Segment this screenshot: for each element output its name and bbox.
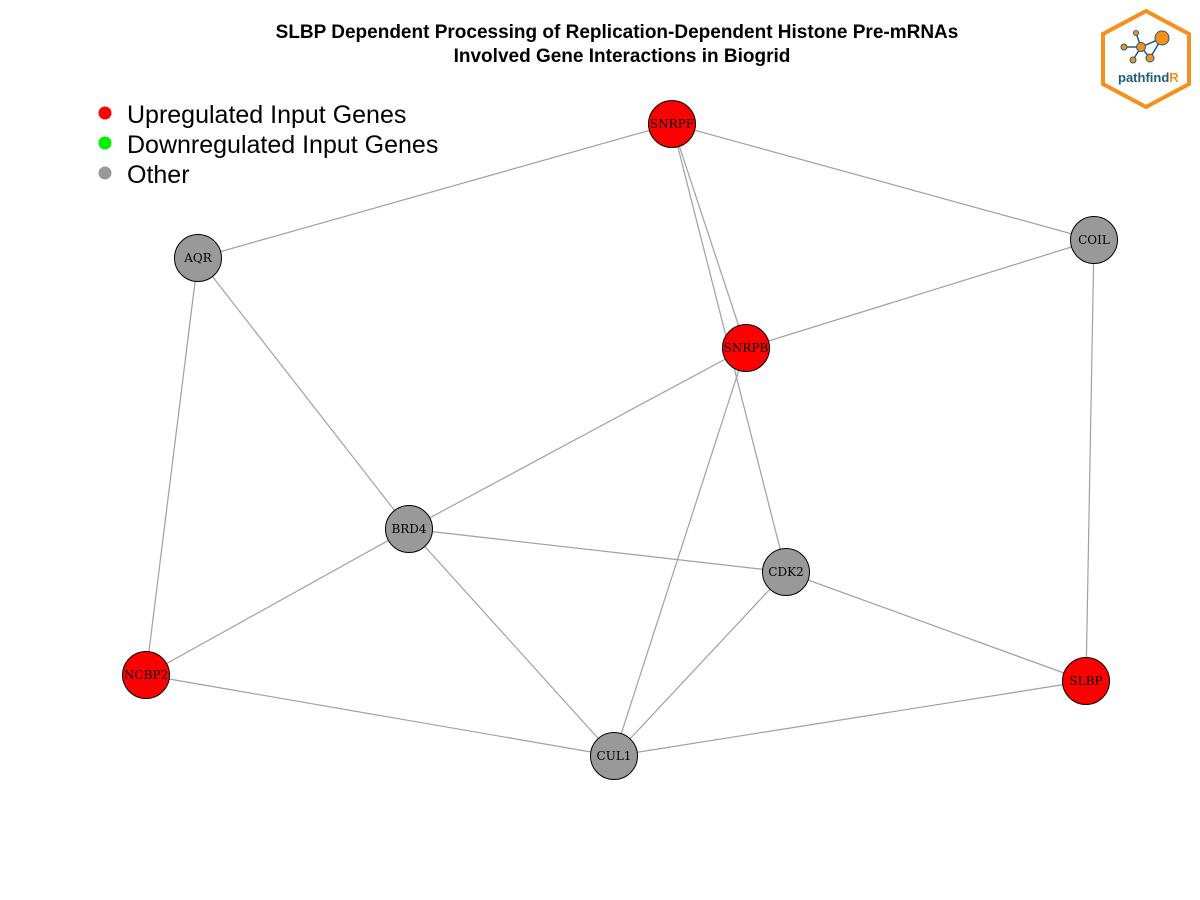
legend-item-other: Other bbox=[98, 161, 190, 189]
logo-text-main: pathfind bbox=[1118, 70, 1169, 85]
node-circle-snrpb bbox=[722, 324, 770, 372]
network-icon bbox=[1120, 30, 1170, 64]
edge-aqr-brd4 bbox=[197, 257, 410, 530]
node-label-cdk2: CDK2 bbox=[768, 565, 803, 579]
node-label-brd4: BRD4 bbox=[391, 522, 426, 536]
node-circle-aqr bbox=[174, 234, 222, 282]
node-label-aqr: AQR bbox=[183, 251, 213, 265]
edge-aqr-ncbp2 bbox=[145, 257, 199, 676]
edge-brd4-cdk2 bbox=[408, 528, 787, 573]
node-aqr: AQR bbox=[174, 234, 222, 282]
legend-marker-upregulated bbox=[98, 106, 112, 120]
node-label-ncbp2: NCBP2 bbox=[124, 668, 168, 682]
legend-marker-downregulated bbox=[98, 136, 112, 150]
diagram-title-line1: SLBP Dependent Processing of Replication… bbox=[276, 22, 959, 43]
legend-label-upregulated: Upregulated Input Genes bbox=[127, 101, 406, 129]
node-label-coil: COIL bbox=[1078, 233, 1110, 247]
legend-marker-other bbox=[98, 166, 112, 180]
edge-brd4-ncbp2 bbox=[145, 528, 410, 676]
node-snrpf: SNRPF bbox=[648, 100, 696, 148]
node-label-slbp: SLBP bbox=[1069, 674, 1102, 688]
edge-snrpb-brd4 bbox=[408, 347, 747, 530]
edge-cdk2-cul1 bbox=[613, 571, 787, 757]
node-cul1: CUL1 bbox=[590, 732, 638, 780]
node-label-snrpf: SNRPF bbox=[650, 117, 694, 131]
diagram-title-line2: Involved Gene Interactions in Biogrid bbox=[454, 46, 791, 67]
edge-ncbp2-cul1 bbox=[145, 674, 615, 757]
edge-snrpf-aqr bbox=[197, 123, 673, 259]
edge-cdk2-slbp bbox=[785, 571, 1087, 682]
node-circle-slbp bbox=[1062, 657, 1110, 705]
legend: Upregulated Input Genes Downregulated In… bbox=[98, 101, 438, 189]
edge-snrpf-snrpb bbox=[671, 123, 747, 349]
legend-item-upregulated: Upregulated Input Genes bbox=[98, 101, 406, 129]
edge-coil-snrpb bbox=[745, 239, 1095, 349]
node-ncbp2: NCBP2 bbox=[122, 651, 170, 699]
edges-layer bbox=[145, 123, 1095, 757]
node-brd4: BRD4 bbox=[385, 505, 433, 553]
legend-label-other: Other bbox=[127, 161, 190, 189]
edge-coil-slbp bbox=[1085, 239, 1095, 682]
edge-snrpf-coil bbox=[671, 123, 1095, 241]
node-coil: COIL bbox=[1070, 216, 1118, 264]
node-label-cul1: CUL1 bbox=[597, 749, 632, 763]
legend-item-downregulated: Downregulated Input Genes bbox=[98, 131, 438, 159]
edge-cul1-slbp bbox=[613, 680, 1087, 757]
logo-text-accent: R bbox=[1169, 70, 1179, 85]
node-circle-ncbp2 bbox=[122, 651, 170, 699]
legend-label-downregulated: Downregulated Input Genes bbox=[127, 131, 438, 159]
edge-snrpb-cul1 bbox=[613, 347, 747, 757]
node-circle-brd4 bbox=[385, 505, 433, 553]
logo-wordmark: pathfindR bbox=[1118, 70, 1179, 85]
node-snrpb: SNRPB bbox=[722, 324, 770, 372]
node-label-snrpb: SNRPB bbox=[724, 341, 769, 355]
node-slbp: SLBP bbox=[1062, 657, 1110, 705]
node-cdk2: CDK2 bbox=[762, 548, 810, 596]
node-circle-cul1 bbox=[590, 732, 638, 780]
node-circle-cdk2 bbox=[762, 548, 810, 596]
node-circle-coil bbox=[1070, 216, 1118, 264]
pathfindr-logo: pathfindR bbox=[1101, 8, 1191, 110]
node-circle-snrpf bbox=[648, 100, 696, 148]
edge-brd4-cul1 bbox=[408, 528, 615, 757]
